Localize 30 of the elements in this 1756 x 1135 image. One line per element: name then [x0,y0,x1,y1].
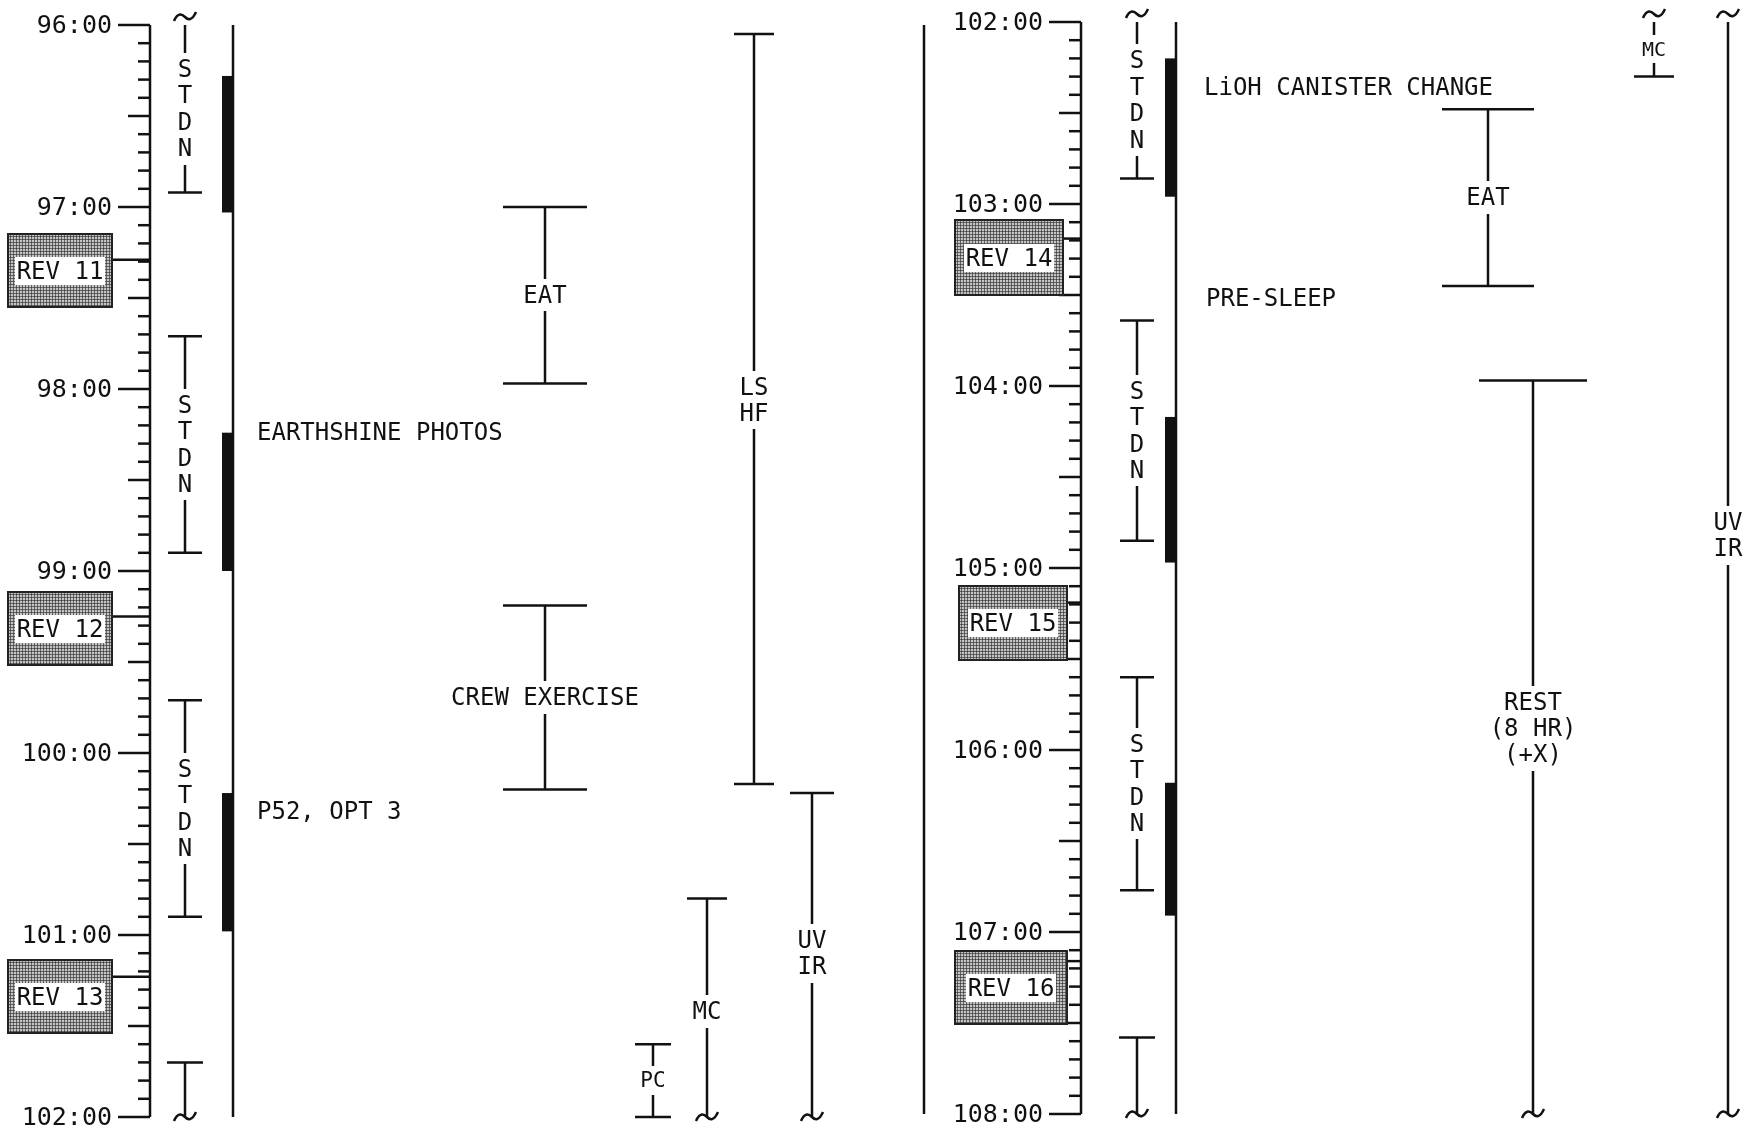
revolution-label: REV 11 [14,256,106,285]
time-label: 99:00 [36,557,112,585]
revolution-label: REV 16 [965,973,1057,1002]
revolution-box [7,959,113,1034]
revolution-box [954,950,1068,1025]
time-label: 98:00 [36,375,112,403]
time-label: 102:00 [952,8,1043,36]
time-label: 103:00 [952,190,1043,218]
activity-note: EARTHSHINE PHOTOS [257,419,503,446]
revolution-box [7,591,113,666]
revolution-label: REV 13 [14,982,106,1011]
revolution-box [958,585,1068,661]
revolution-box [7,233,113,308]
revolution-label: REV 14 [963,243,1055,272]
time-label: 100:00 [21,739,112,767]
time-label: 105:00 [952,554,1043,582]
activity-note: LiOH CANISTER CHANGE [1204,74,1493,101]
revolution-label: REV 12 [14,614,106,643]
revolution-box [954,219,1064,296]
time-label: 104:00 [952,372,1043,400]
time-label: 106:00 [952,736,1043,764]
time-label: 107:00 [952,918,1043,946]
time-label: 108:00 [952,1100,1043,1128]
time-label: 97:00 [36,193,112,221]
activity-note: P52, OPT 3 [257,798,402,825]
activity-note: PRE-SLEEP [1206,285,1337,312]
time-label: 102:00 [21,1103,112,1131]
time-label: 96:00 [36,11,112,39]
time-label: 101:00 [21,921,112,949]
revolution-label: REV 15 [967,609,1059,637]
